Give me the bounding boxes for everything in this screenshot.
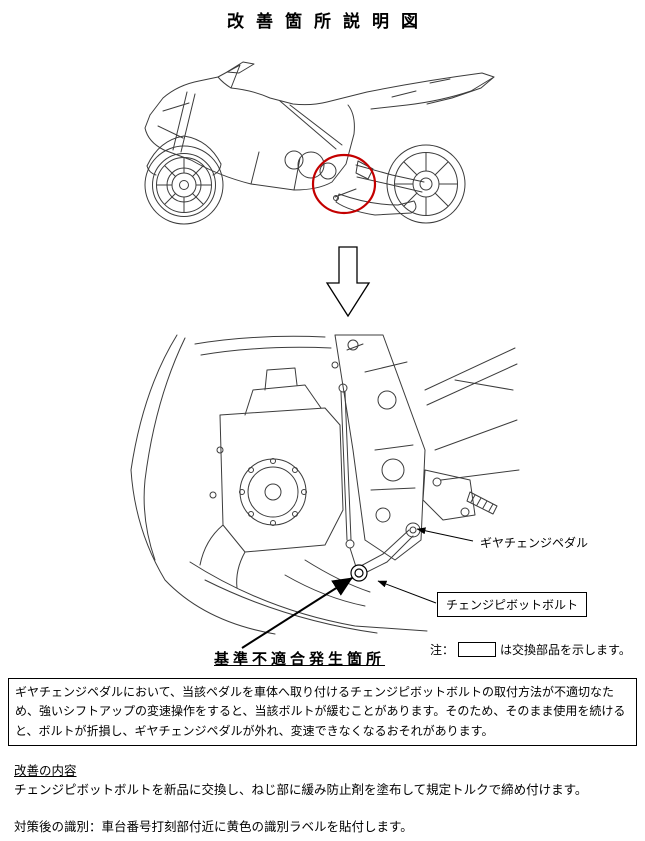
pedal-detail-drawing bbox=[130, 334, 520, 635]
legend-note: 注： は交換部品を示します。 bbox=[430, 641, 631, 658]
page-title: 改善箇所説明図 bbox=[227, 12, 430, 31]
bike-line-art bbox=[144, 61, 495, 225]
motorcycle-side-view-drawing bbox=[144, 61, 495, 225]
legend-note-suffix: は交換部品を示します。 bbox=[500, 643, 631, 657]
legend-note-prefix: 注： bbox=[430, 643, 455, 657]
improvement-body: チェンジピボットボルトを新品に交換し、ねじ部に緩み防止剤を塗布して規定トルクで締… bbox=[14, 783, 588, 797]
label-gear-change-pedal: ギヤチェンジペダル bbox=[478, 534, 591, 551]
overview-figure bbox=[130, 53, 520, 245]
improvement-heading: 改善の内容 bbox=[14, 764, 77, 778]
defect-description-box: ギヤチェンジペダルにおいて、当該ペダルを車体へ取り付けるチェンジピボットボルトの… bbox=[8, 678, 637, 747]
detail-figure bbox=[125, 330, 520, 640]
replacement-part-legend-box bbox=[458, 642, 497, 657]
highlight-circle bbox=[311, 153, 377, 215]
detail-line-art bbox=[130, 334, 520, 635]
zoom-detail-arrow bbox=[325, 246, 371, 318]
change-pivot-bolt-drawing bbox=[350, 564, 368, 582]
label-nonconformity-location: 基準不適合発生箇所 bbox=[214, 651, 386, 668]
label-change-pivot-bolt: チェンジピボットボルト bbox=[437, 592, 588, 617]
identification-text: 対策後の識別：車台番号打刻部付近に黄色の識別ラベルを貼付します。 bbox=[14, 820, 413, 834]
